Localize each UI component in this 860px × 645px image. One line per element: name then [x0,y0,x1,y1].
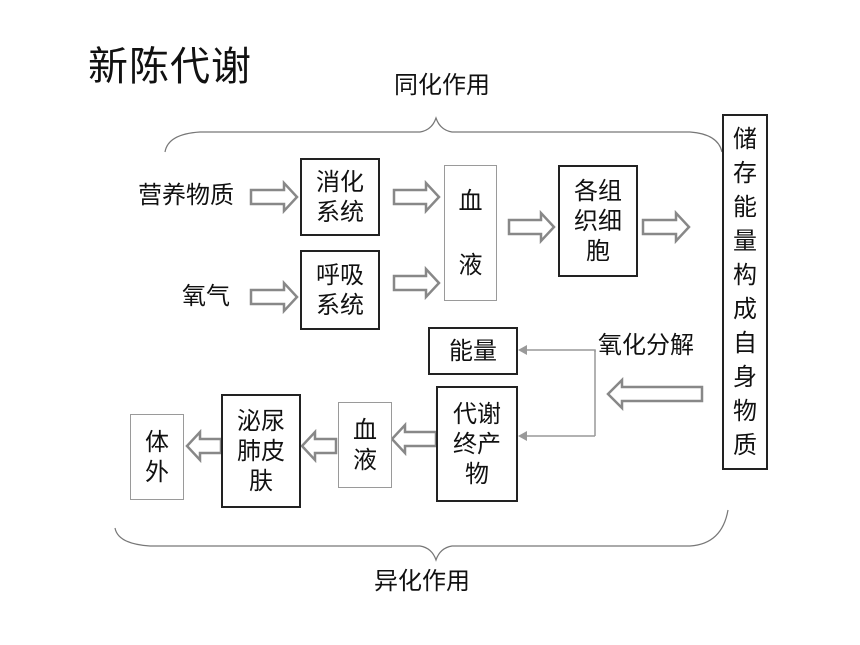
tissue-cells-text: 各组织细胞 [574,177,622,265]
arrow-respiratory-blood [392,265,441,301]
arrow-blood-excretory [300,428,338,464]
outside-box: 体外 [130,414,184,500]
products-arrowhead [518,431,527,441]
anabolism-label: 同化作用 [394,71,490,99]
tissue-cells-box: 各组织细胞 [558,165,638,277]
blood-top-text: 血液 [458,187,483,279]
page-title: 新陈代谢 [88,44,252,90]
blood-bottom-text: 血液 [353,416,377,474]
excretory-text: 泌尿肺皮肤 [237,407,285,495]
respiratory-system-text: 呼吸系统 [316,261,364,319]
arrow-nutrients-digestive [249,179,299,215]
arrow-storage-oxidation [606,376,704,412]
arrow-oxygen-respiratory [249,279,299,315]
blood-box-top: 血液 [444,165,497,301]
nutrients-label: 营养物质 [138,181,234,209]
end-products-box: 代谢终产物 [436,386,518,502]
storage-box: 储存能量构成自身物质 [722,114,768,470]
catabolism-brace [114,509,729,562]
anabolism-brace [164,116,723,153]
storage-text: 储存能量构成自身物质 [733,125,757,459]
catabolism-label: 异化作用 [374,567,470,595]
blood-box-bottom: 血液 [338,402,392,488]
arrow-digestive-blood [392,179,441,215]
oxygen-label: 氧气 [182,282,230,310]
digestive-system-text: 消化系统 [316,168,364,226]
energy-text: 能量 [449,337,497,365]
oxidation-label: 氧化分解 [598,331,694,359]
digestive-system-box: 消化系统 [300,158,380,236]
outside-text: 体外 [145,428,169,486]
energy-box: 能量 [428,327,518,375]
energy-arrowhead [518,345,527,355]
arrow-cells-storage [641,209,691,245]
arrow-products-blood [390,421,438,457]
arrow-blood-cells [507,209,556,245]
arrow-excretory-outside [185,428,223,464]
end-products-text: 代谢终产物 [453,400,501,488]
respiratory-system-box: 呼吸系统 [300,250,380,330]
excretory-box: 泌尿肺皮肤 [221,394,301,508]
oxidation-to-energy-line [525,349,596,352]
